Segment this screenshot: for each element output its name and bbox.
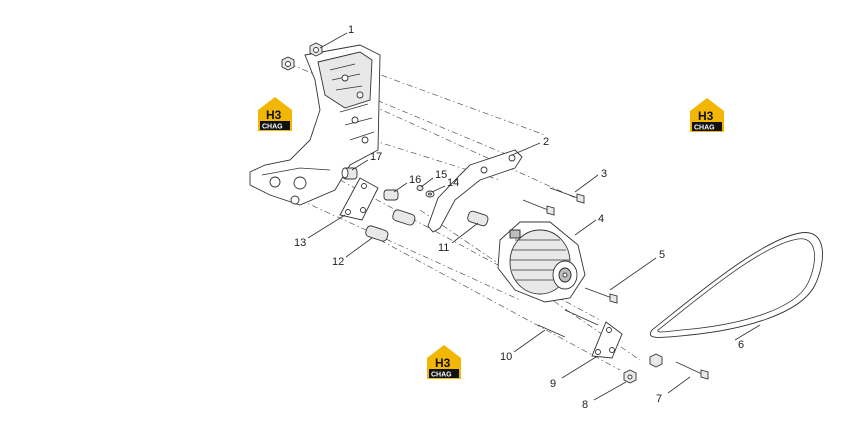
part-sleeve-12 (365, 225, 389, 242)
callout-9: 9 (550, 378, 556, 390)
callout-15: 15 (435, 169, 447, 181)
svg-text:H3: H3 (435, 356, 451, 370)
callout-4: 4 (598, 213, 604, 225)
callout-17: 17 (370, 151, 382, 163)
part-alternator (497, 221, 586, 303)
part-v-belt (649, 232, 823, 338)
callout-16: 16 (409, 174, 421, 186)
part-stud-10 (537, 309, 599, 338)
part-spacer-17 (341, 167, 358, 180)
part-bolt-3 (549, 187, 585, 204)
part-plate-9 (591, 321, 623, 359)
part-spacer-16 (383, 189, 399, 201)
leader-lines (307, 32, 761, 401)
part-mounting-bracket (249, 44, 381, 206)
callout-14: 14 (447, 177, 459, 189)
svg-text:CHAG: CHAG (694, 125, 715, 132)
part-bolt-arm (522, 199, 555, 216)
svg-text:CHAG: CHAG (262, 124, 283, 131)
part-tensioner-arm (427, 149, 523, 233)
part-sleeve-11 (467, 210, 489, 227)
callout-6: 6 (738, 339, 744, 351)
callout-3: 3 (601, 168, 607, 180)
callout-13: 13 (294, 237, 306, 249)
part-bolt-7 (675, 361, 709, 380)
watermark-logo-left: H3 CHAG (258, 97, 292, 131)
callout-2: 2 (543, 136, 549, 148)
part-plate-13 (339, 177, 379, 221)
part-sleeve-center (392, 209, 416, 226)
callout-1: 1 (348, 24, 354, 36)
part-bolt-5 (584, 287, 618, 304)
watermark-logo-right: H3 CHAG (690, 98, 724, 132)
part-nuts-1 (281, 42, 323, 71)
watermark-logo-bottom: H3 CHAG (427, 345, 461, 379)
part-nut-lower (649, 353, 663, 368)
svg-text:CHAG: CHAG (431, 372, 452, 379)
part-nut-8 (623, 369, 637, 384)
callout-10: 10 (500, 351, 512, 363)
part-washer-14 (425, 190, 435, 198)
svg-text:H3: H3 (266, 108, 282, 122)
callout-labels: 1 2 3 4 5 6 7 8 9 10 11 12 13 14 15 16 1… (294, 24, 744, 411)
callout-11: 11 (438, 242, 449, 254)
callout-5: 5 (659, 249, 665, 261)
callout-7: 7 (656, 393, 662, 405)
svg-text:H3: H3 (698, 109, 714, 123)
callout-8: 8 (582, 399, 588, 411)
callout-12: 12 (332, 256, 344, 268)
